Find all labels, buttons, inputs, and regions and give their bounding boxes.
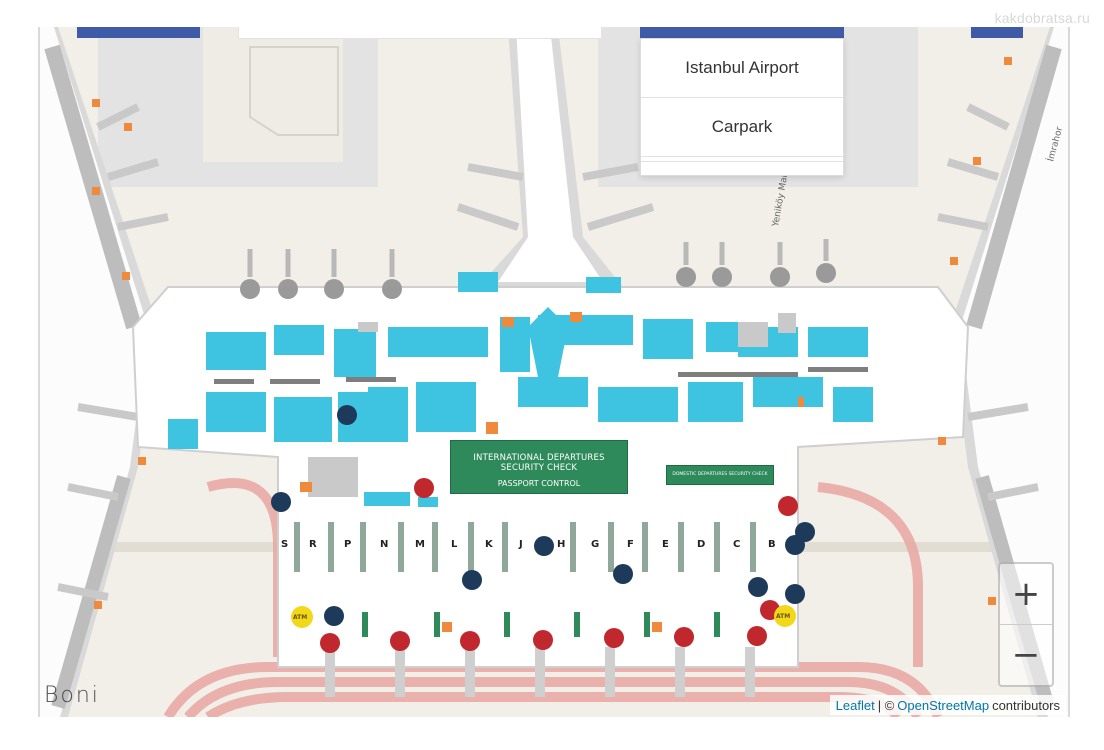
leaflet-link[interactable]: Leaflet <box>835 697 875 713</box>
gate-letter: E <box>662 539 669 550</box>
gate-letter: C <box>733 539 741 550</box>
terminal-map[interactable]: Yeniköy Mahalles İmrahor <box>38 27 1070 717</box>
gate-letter: J <box>519 539 523 550</box>
gate-letter: F <box>627 539 634 550</box>
zoom-in-button[interactable]: + <box>1011 574 1041 614</box>
tab-bar-center[interactable] <box>640 27 844 38</box>
atm-label: ATM <box>293 614 308 621</box>
gate-letter: M <box>415 539 425 550</box>
info-markers <box>271 405 815 626</box>
zoom-control[interactable]: + − <box>998 562 1054 687</box>
exit-markers <box>320 478 798 653</box>
search-strip[interactable] <box>238 27 602 39</box>
gate-letter: R <box>309 539 317 550</box>
atm-markers <box>291 605 796 628</box>
gate-letter: B <box>768 539 776 550</box>
osm-link[interactable]: OpenStreetMap <box>897 697 990 713</box>
map-viewport[interactable]: Yeniköy Mahalles İmrahor INTERNATIONAL D… <box>38 27 1070 717</box>
gate-letter: G <box>591 539 600 550</box>
dropdown-divider <box>641 157 843 162</box>
gate-letter: L <box>451 539 458 550</box>
attribution-suffix: contributors <box>992 697 1060 713</box>
gate-letter: S <box>281 539 289 550</box>
map-attribution: Leaflet | © OpenStreetMap contributors <box>829 695 1066 715</box>
brand-logo: Boni <box>44 683 100 708</box>
watermark: kakdobratsa.ru <box>994 10 1090 26</box>
gate-piers-south <box>294 522 756 572</box>
domestic-security-sign: DOMESTIC DEPARTURES SECURITY CHECK <box>666 465 774 485</box>
gate-letter: N <box>380 539 389 550</box>
gate-letter: D <box>697 539 706 550</box>
tab-bar-left[interactable] <box>77 27 200 38</box>
dropdown-item-carpark[interactable]: Carpark <box>641 98 843 157</box>
dropdown-item-istanbul-airport[interactable]: Istanbul Airport <box>641 39 843 98</box>
gate-letter: P <box>344 539 352 550</box>
tab-bar-right[interactable] <box>971 27 1023 38</box>
zoom-out-button[interactable]: − <box>1000 624 1052 685</box>
gate-letter: H <box>557 539 566 550</box>
atm-label: ATM <box>776 613 791 620</box>
shop-areas <box>168 272 873 507</box>
location-dropdown[interactable]: Istanbul Airport Carpark <box>640 38 844 176</box>
gate-letter: K <box>485 539 493 550</box>
grass-nw <box>203 27 343 162</box>
gate-stands-north <box>240 263 836 299</box>
intl-security-sign: INTERNATIONAL DEPARTURES SECURITY CHECK … <box>450 440 628 494</box>
attribution-separator: | © <box>877 697 895 713</box>
page-top <box>0 0 1104 27</box>
